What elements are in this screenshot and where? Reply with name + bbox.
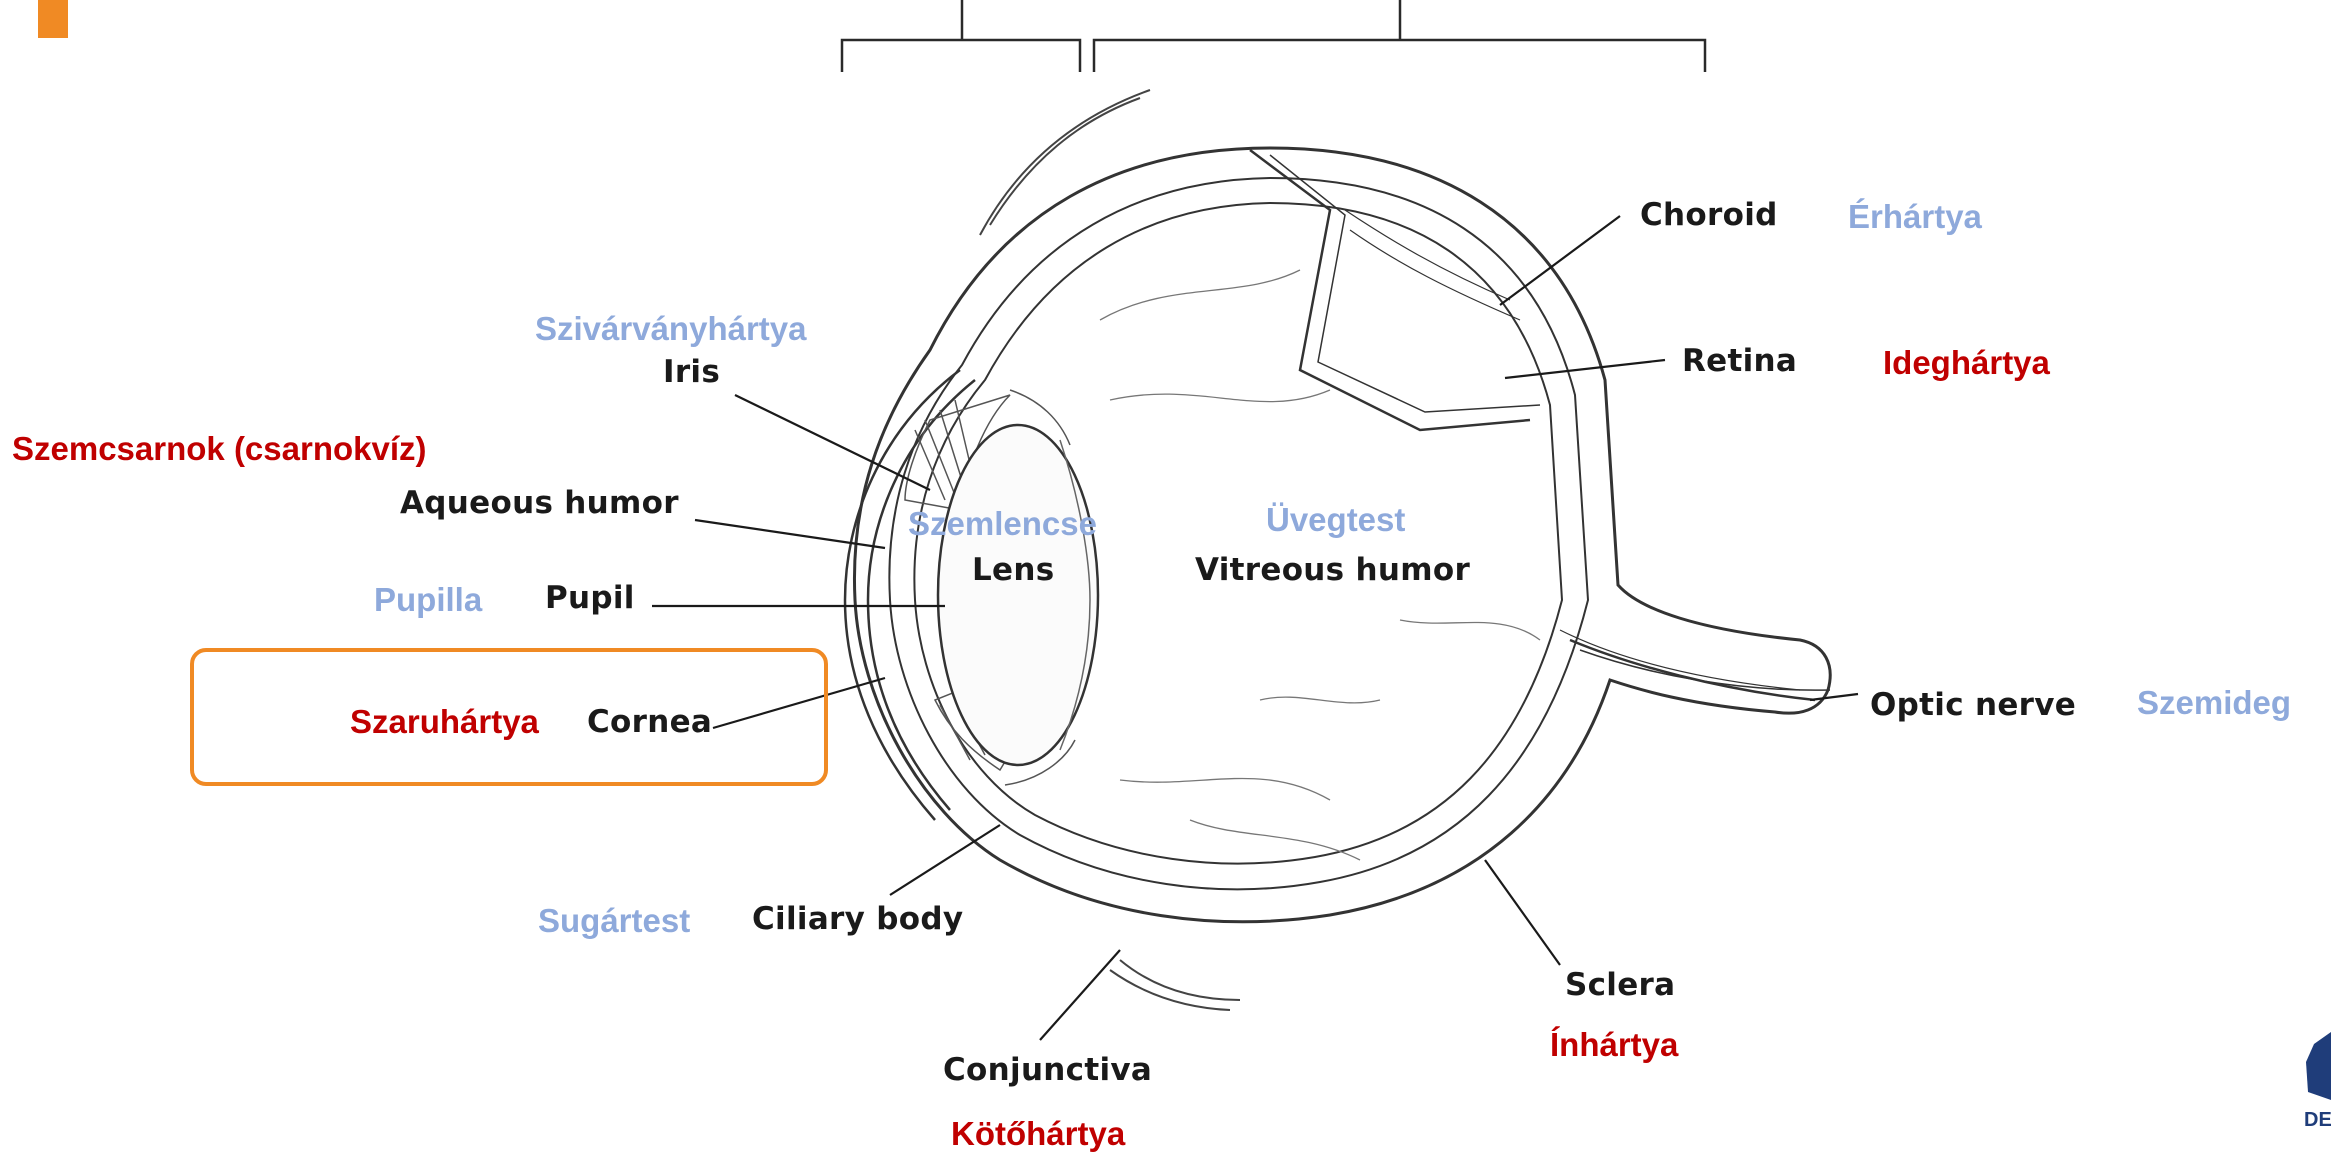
- label-ciliary-body: Ciliary body: [752, 904, 963, 935]
- top-brackets: [842, 0, 1705, 72]
- label-aqueous-humor: Aqueous humor: [400, 488, 679, 519]
- logo-text: DE: [2304, 1109, 2331, 1131]
- label-sugartest: Sugártest: [538, 904, 690, 937]
- label-uvegtest: Üvegtest: [1266, 503, 1405, 536]
- label-cornea: Cornea: [587, 707, 712, 738]
- label-sclera: Sclera: [1565, 970, 1675, 1001]
- label-szaruhartya: Szaruhártya: [350, 705, 539, 738]
- label-vitreous-humor: Vitreous humor: [1195, 555, 1470, 586]
- label-optic-nerve: Optic nerve: [1870, 690, 2076, 721]
- label-conjunctiva: Conjunctiva: [943, 1055, 1152, 1086]
- lens-shape: [938, 425, 1098, 765]
- university-logo: DE: [2300, 1032, 2331, 1132]
- label-inhartya: Ínhártya: [1550, 1028, 1678, 1061]
- label-pupilla: Pupilla: [374, 583, 482, 616]
- label-iris: Iris: [663, 357, 720, 388]
- label-szemideg: Szemideg: [2137, 686, 2291, 719]
- label-erhartya: Érhártya: [1848, 200, 1982, 233]
- label-lens: Lens: [972, 555, 1055, 586]
- label-retina: Retina: [1682, 346, 1797, 377]
- label-choroid: Choroid: [1640, 200, 1778, 231]
- label-ideghartya: Ideghártya: [1883, 346, 2050, 379]
- label-pupil: Pupil: [545, 583, 635, 614]
- label-szemlencse: Szemlencse: [908, 507, 1097, 540]
- label-kotohartya: Kötőhártya: [951, 1117, 1125, 1150]
- label-szivarvanyhartya: Szivárványhártya: [535, 312, 807, 345]
- label-szemcsarnok: Szemcsarnok (csarnokvíz): [12, 432, 427, 465]
